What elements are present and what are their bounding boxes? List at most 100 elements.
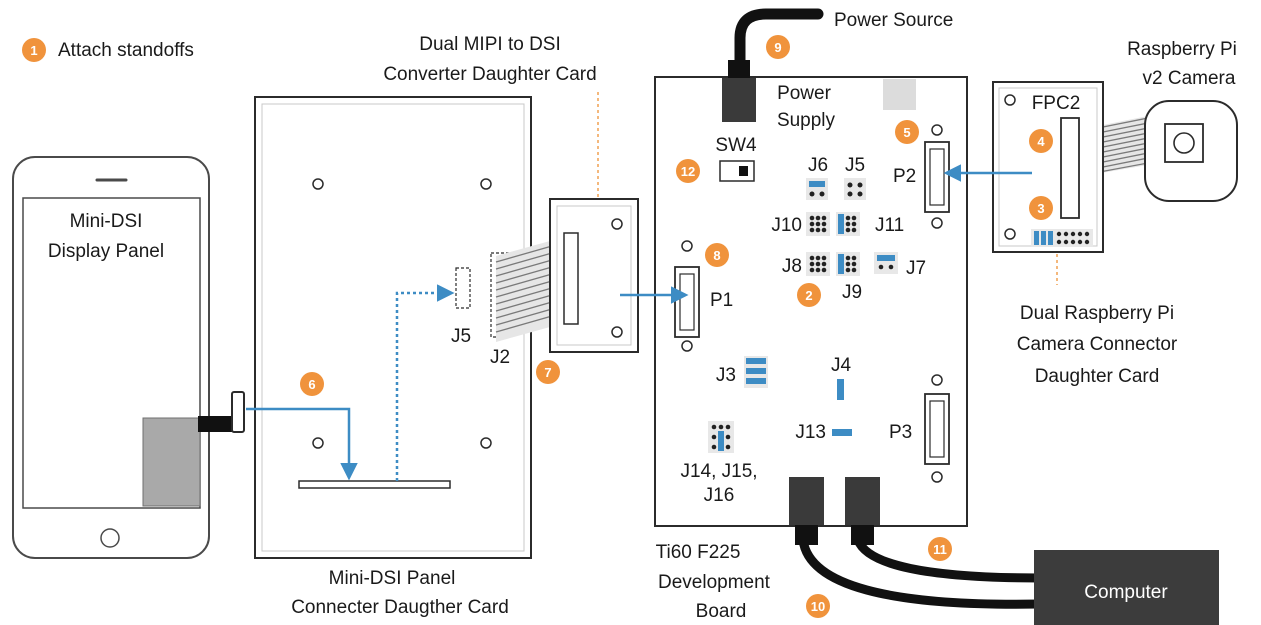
mount-hole <box>1004 94 1016 106</box>
mount-hole <box>312 437 324 449</box>
j3-label: J3 <box>716 365 736 386</box>
mount-hole <box>611 218 623 230</box>
jumper-j5 <box>844 178 866 200</box>
step-badge-7: 7 <box>536 360 560 384</box>
jumper-j14-j16 <box>708 421 734 453</box>
p1-connector <box>674 266 700 338</box>
mipi-card-title-1: Dual MIPI to DSI <box>419 34 561 55</box>
p3-connector <box>924 393 950 465</box>
p3-label: P3 <box>889 422 912 443</box>
mount-hole <box>931 124 943 136</box>
arrow-display-to-panel-card <box>246 407 358 481</box>
power-cable <box>734 8 824 66</box>
usb-plug-left <box>795 525 818 545</box>
svg-text:3: 3 <box>1037 201 1044 216</box>
mount-hole <box>681 340 693 352</box>
jumper-j3 <box>744 356 768 388</box>
fpc2-label: FPC2 <box>1032 93 1081 114</box>
panel-card-title-1: Mini-DSI Panel <box>329 568 456 589</box>
j11-label: J11 <box>875 215 904 236</box>
svg-text:1: 1 <box>30 43 37 58</box>
usb-port-left <box>789 477 824 525</box>
step-badge-11: 11 <box>928 537 952 561</box>
step-badge-1: 1 <box>22 38 46 62</box>
mount-hole <box>312 178 324 190</box>
power-plug <box>728 60 750 78</box>
svg-text:6: 6 <box>308 377 315 392</box>
mount-hole <box>480 437 492 449</box>
power-source-label: Power Source <box>834 10 953 31</box>
power-supply-label-2: Supply <box>777 110 836 131</box>
jumper-j9 <box>836 252 860 276</box>
p1-label: P1 <box>710 290 733 311</box>
jumper-j4 <box>837 379 844 400</box>
j8-label: J8 <box>782 256 802 277</box>
svg-text:9: 9 <box>774 40 781 55</box>
power-supply-label-1: Power <box>777 83 832 104</box>
j10-label: J10 <box>771 215 802 236</box>
camera-title-2: v2 Camera <box>1143 68 1236 89</box>
j5-card-label: J5 <box>451 326 471 347</box>
camera-card-header <box>1031 229 1093 247</box>
usb-port-right <box>845 477 880 525</box>
mount-hole <box>931 471 943 483</box>
j9-label: J9 <box>842 282 862 303</box>
step-badge-10: 10 <box>806 594 830 618</box>
j6-label: J6 <box>808 155 828 176</box>
board-title-1: Ti60 F225 <box>656 542 741 563</box>
display-panel: Mini-DSI Display Panel <box>12 156 245 559</box>
step-badge-3: 3 <box>1029 196 1053 220</box>
j4-label: J4 <box>831 355 852 376</box>
svg-text:2: 2 <box>805 288 812 303</box>
svg-text:11: 11 <box>933 542 947 557</box>
mount-hole <box>1004 228 1016 240</box>
panel-connector-slot <box>298 480 451 489</box>
computer-label: Computer <box>1084 582 1168 603</box>
j14-label-1: J14, J15, <box>680 461 757 482</box>
display-title-1: Mini-DSI <box>70 211 143 232</box>
p2-label: P2 <box>893 166 916 187</box>
j13-label: J13 <box>795 422 826 443</box>
jumper-j6 <box>806 178 828 200</box>
usb-cable-right <box>853 537 1060 583</box>
mount-hole <box>611 326 623 338</box>
panel-connector-card: J5 J2 <box>254 96 532 559</box>
svg-text:5: 5 <box>903 125 910 140</box>
j7-label: J7 <box>906 258 926 279</box>
p2-connector <box>924 141 950 213</box>
svg-text:12: 12 <box>681 164 695 179</box>
display-connector <box>231 391 245 433</box>
usb-plug-right <box>851 525 874 545</box>
step-badge-2: 2 <box>797 283 821 307</box>
camera-title-1: Raspberry Pi <box>1127 39 1237 60</box>
jumper-j11 <box>836 212 860 236</box>
sw4-label: SW4 <box>715 135 757 156</box>
j5-connector-outline <box>455 267 471 309</box>
mount-hole <box>480 178 492 190</box>
panel-card-title-2: Connecter Daugther Card <box>291 597 509 618</box>
power-jack <box>722 78 756 122</box>
mipi-flex-connector <box>563 232 579 325</box>
j2-card-label: J2 <box>490 347 510 368</box>
sw4-switch <box>719 160 755 182</box>
rpi-camera: Raspberry Pi v2 Camera <box>1127 39 1238 202</box>
step-badge-12: 12 <box>676 159 700 183</box>
board-title-3: Board <box>696 601 747 622</box>
display-title-2: Display Panel <box>48 241 164 262</box>
svg-text:8: 8 <box>713 248 720 263</box>
svg-text:4: 4 <box>1037 134 1045 149</box>
computer: Computer <box>1034 550 1219 625</box>
board-title-2: Development <box>658 572 771 593</box>
svg-text:7: 7 <box>544 365 551 380</box>
arrow-panel-card-to-j5 <box>395 284 455 481</box>
jumper-j7 <box>874 252 898 274</box>
mount-hole <box>931 217 943 229</box>
jumper-j10 <box>806 212 830 236</box>
jumper-j13 <box>832 429 852 436</box>
fpc2-connector <box>1060 117 1080 219</box>
dev-board: SW4 J6 J5 J10 J11 J8 J9 J7 P1 P2 P3 J3 J… <box>654 60 968 545</box>
camera-card-title-2: Camera Connector <box>1017 334 1178 355</box>
mount-hole <box>931 374 943 386</box>
usb-cable-left <box>798 539 1060 609</box>
mipi-dsi-card: Dual MIPI to DSI Converter Daughter Card <box>383 34 639 353</box>
